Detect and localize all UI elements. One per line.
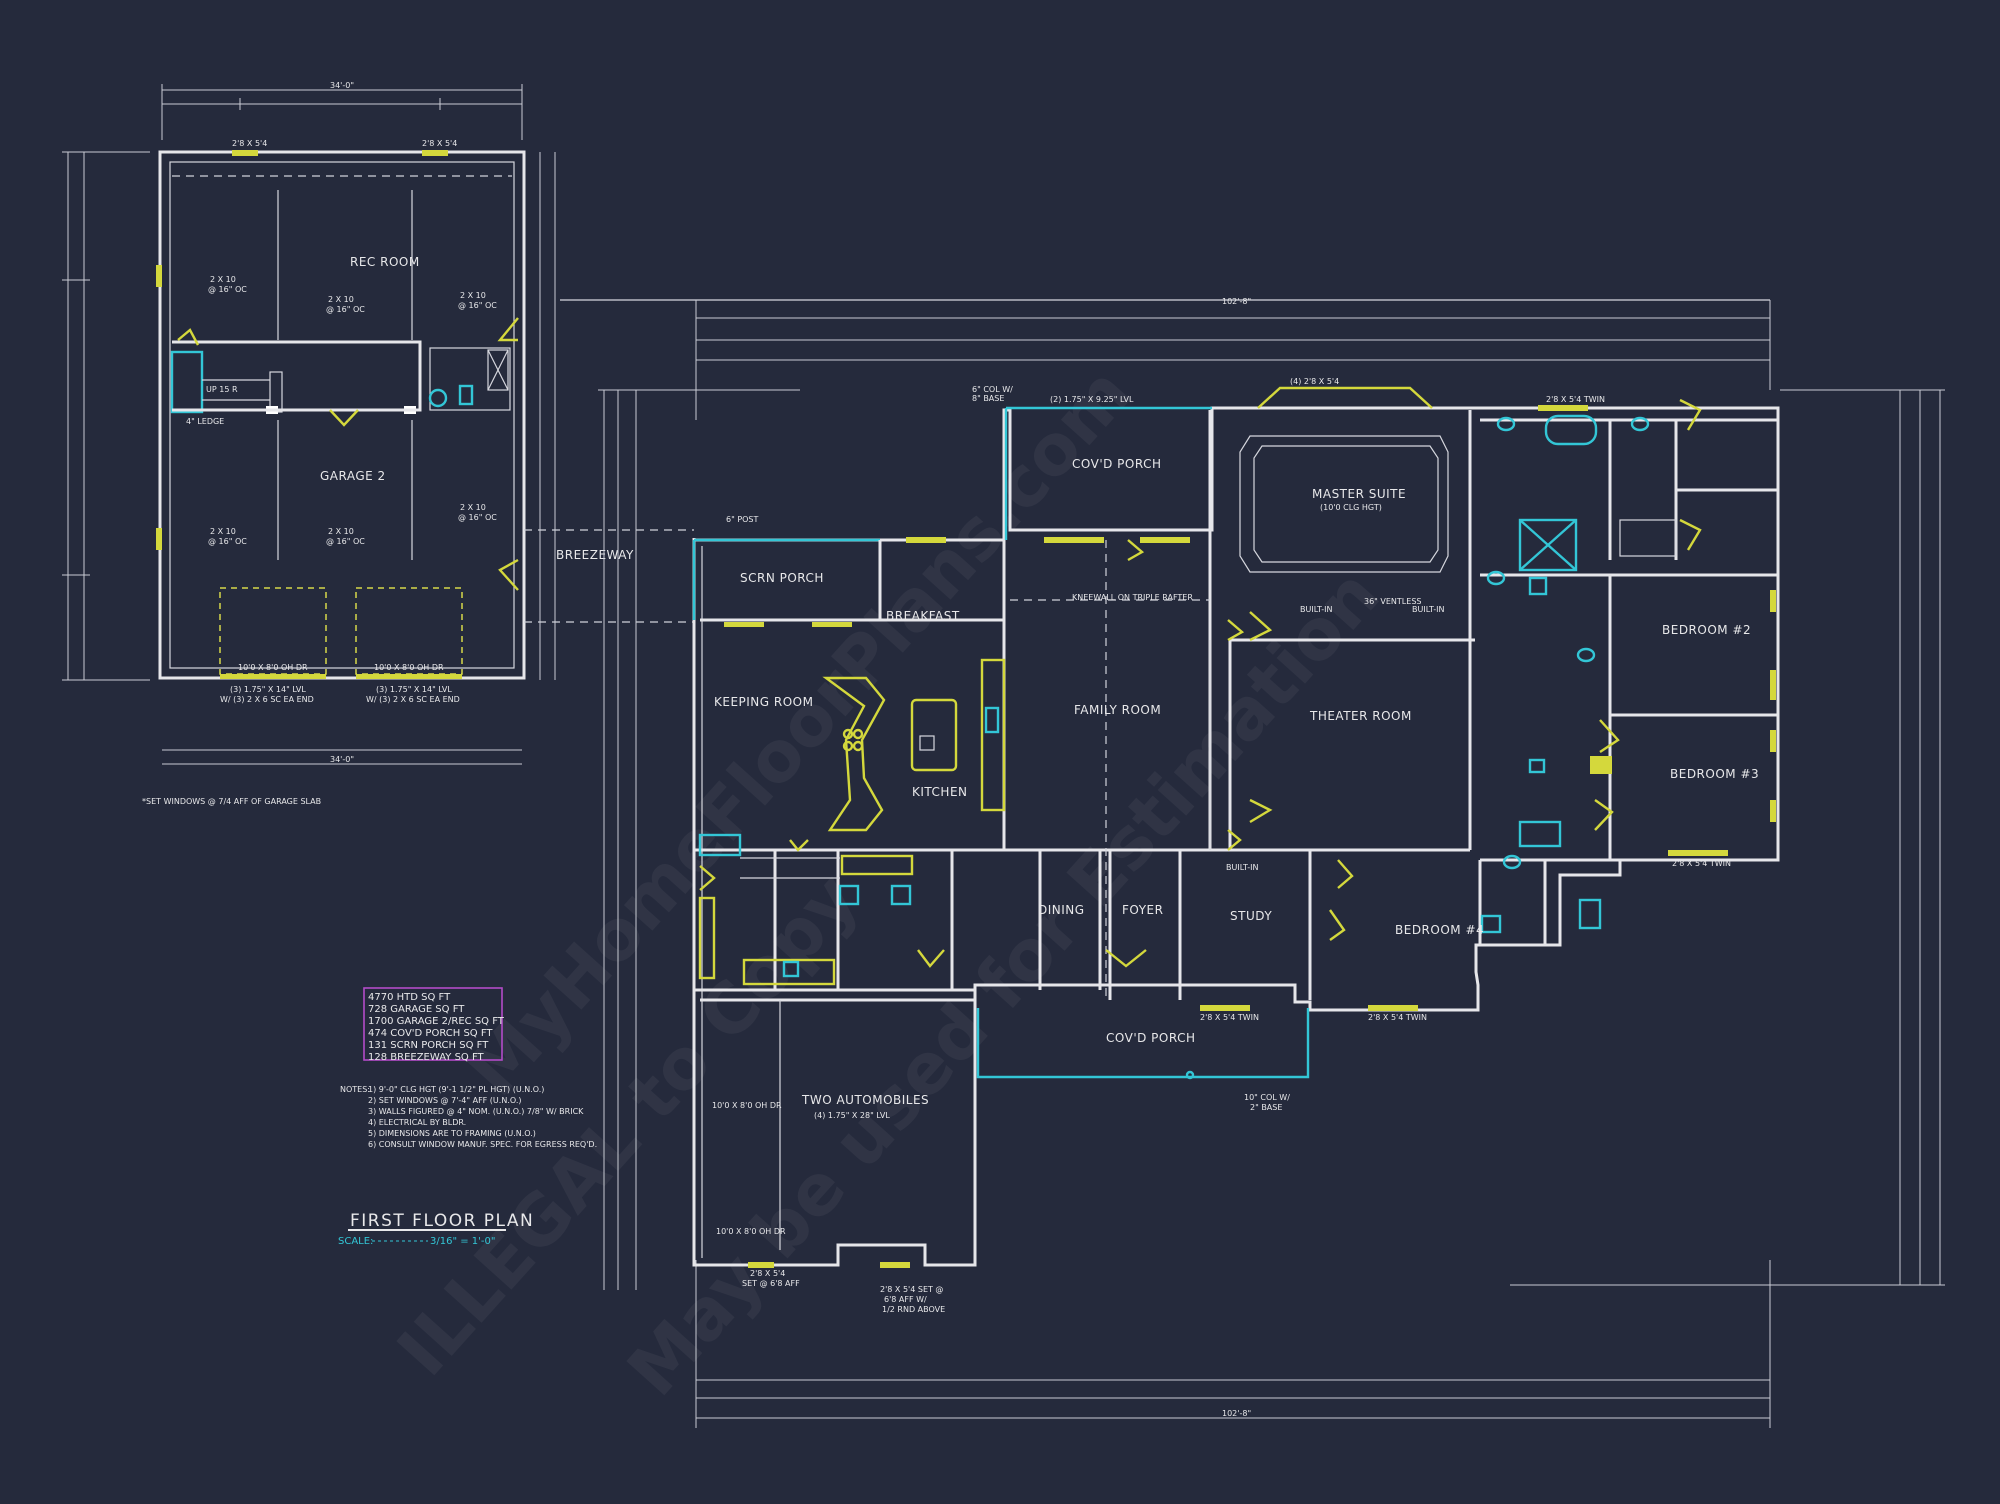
bottom-window-2-label-c: 1/2 RND ABOVE [882,1305,945,1314]
room-label-bedroom-3: BEDROOM #3 [1670,767,1759,781]
area-garage: 728 GARAGE SQ FT [368,1004,465,1015]
column-note-base: 8" BASE [972,394,1004,403]
garage-door-4-label: 10'0 X 8'0 OH DR [716,1227,786,1236]
area-breezeway: 128 BREEZEWAY SQ FT [368,1052,485,1063]
room-label-dining: DINING [1038,903,1085,917]
scale-label: SCALE: [338,1236,373,1247]
joist-label-3b: @ 16" OC [458,301,497,310]
bedroom-3-window-label: 2'8 X 5'4 TWIN [1672,859,1731,868]
area-garage-2-rec: 1700 GARAGE 2/REC SQ FT [368,1016,505,1027]
built-in-label-3: BUILT-IN [1226,863,1258,872]
joist-label-6b: @ 16" OC [458,513,497,522]
overall-dim-top: 102'-8" [1222,297,1251,306]
scale-value: 3/16" = 1'-0" [430,1236,495,1247]
general-notes: NOTES: 1) 9'-0" CLG HGT (9'-1 1/2" PL HG… [340,1085,597,1149]
note-6: 6) CONSULT WINDOW MANUF. SPEC. FOR EGRES… [368,1140,597,1149]
bottom-window-2-label: 2'8 X 5'4 SET @ [880,1285,943,1294]
room-label-garage-2: GARAGE 2 [320,469,386,483]
joist-label-3: 2 X 10 [460,291,486,300]
garage-2-building: 34'-0" 2'8 X 5'4 2'8 X 5'4 [62,81,556,806]
master-suite-ceiling-height: (10'0 CLG HGT) [1320,503,1382,512]
master-windows-label: (4) 2'8 X 5'4 [1290,377,1339,386]
room-label-rec-room: REC ROOM [350,255,420,269]
built-in-label-2: BUILT-IN [1412,605,1444,614]
post-note: 6" POST [726,515,759,524]
built-in-label-1: BUILT-IN [1300,605,1332,614]
room-label-kitchen: KITCHEN [912,785,968,799]
note-4: 4) ELECTRICAL BY BLDR. [368,1118,466,1127]
porch-beam-label: (2) 1.75" X 9.25" LVL [1050,395,1134,404]
main-house: 102'-8" 102'-8" [598,297,1945,1428]
garage-overall-dim: 34'-0" [330,81,354,90]
overall-dim-bottom: 102'-8" [1222,1409,1251,1418]
note-5: 5) DIMENSIONS ARE TO FRAMING (U.N.O.) [368,1129,536,1138]
note-3: 3) WALLS FIGURED @ 4" NOM. (U.N.O.) 7/8"… [368,1107,584,1116]
bedroom-4-window-label: 2'8 X 5'4 TWIN [1368,1013,1427,1022]
room-label-study: STUDY [1230,909,1272,923]
front-column-note: 10" COL W/ [1244,1093,1290,1102]
garage-header-2: (3) 1.75" X 14" LVL [376,685,452,694]
joist-label-4b: @ 16" OC [208,537,247,546]
room-label-family-room: FAMILY ROOM [1074,703,1161,717]
room-label-covd-porch-front: COV'D PORCH [1106,1031,1196,1045]
room-label-two-automobiles: TWO AUTOMOBILES [801,1093,929,1107]
garage-window-label-2: 2'8 X 5'4 [422,139,457,148]
room-label-theater-room: THEATER ROOM [1309,709,1412,723]
room-label-master-suite: MASTER SUITE [1312,487,1406,501]
drawing-title-block: FIRST FLOOR PLAN SCALE: 3/16" = 1'-0" [338,1211,534,1247]
joist-label-4: 2 X 10 [210,527,236,536]
room-label-keeping-room: KEEPING ROOM [714,695,813,709]
stair-up-label: UP 15 R [206,385,238,394]
garage-header-1: (3) 1.75" X 14" LVL [230,685,306,694]
breezeway: BREEZEWAY [524,299,1770,623]
notes-heading: NOTES: [340,1085,370,1094]
garage-door-2-label: 10'0 X 8'0 OH DR [374,663,444,672]
kneewall-note: KNEEWALL ON TRIPLE RAFTER [1072,593,1193,602]
joist-label-6: 2 X 10 [460,503,486,512]
bottom-window-2-label-b: 6'8 AFF W/ [884,1295,927,1304]
garage-door-3-label: 10'0 X 8'0 OH DR [712,1101,782,1110]
garage-door-1-label: 10'0 X 8'0 OH DR [238,663,308,672]
front-column-base: 2" BASE [1250,1103,1282,1112]
garage-window-label-1: 2'8 X 5'4 [232,139,267,148]
garage-window-note: *SET WINDOWS @ 7/4 AFF OF GARAGE SLAB [142,797,321,806]
joist-label-2: 2 X 10 [328,295,354,304]
garage-header-2b: W/ (3) 2 X 6 SC EA END [366,695,460,704]
note-2: 2) SET WINDOWS @ 7'-4" AFF (U.N.O.) [368,1096,522,1105]
area-summary: 4770 HTD SQ FT 728 GARAGE SQ FT 1700 GAR… [363,987,505,1063]
bottom-window-label-b: SET @ 6'8 AFF [742,1279,800,1288]
garage-header-1b: W/ (3) 2 X 6 SC EA END [220,695,314,704]
watermark: ILLEGAL to Copy May be used for Estimati… [382,352,1396,1411]
joist-label-1: 2 X 10 [210,275,236,284]
study-window-label: 2'8 X 5'4 TWIN [1200,1013,1259,1022]
area-summary-box [363,987,503,1061]
room-label-breezeway: BREEZEWAY [556,548,634,562]
room-label-covd-porch-rear: COV'D PORCH [1072,457,1162,471]
joist-label-2b: @ 16" OC [326,305,365,314]
garage-overall-dim-bottom: 34'-0" [330,755,354,764]
bottom-window-label: 2'8 X 5'4 [750,1269,785,1278]
area-htd: 4770 HTD SQ FT [368,992,451,1003]
bedroom-2-window-label: 2'8 X 5'4 TWIN [1546,395,1605,404]
joist-label-5: 2 X 10 [328,527,354,536]
column-note: 6" COL W/ [972,385,1013,394]
joist-label-5b: @ 16" OC [326,537,365,546]
ledge-label: 4" LEDGE [186,417,224,426]
room-label-foyer: FOYER [1122,903,1163,917]
room-label-scrn-porch: SCRN PORCH [740,571,824,585]
joist-label-1b: @ 16" OC [208,285,247,294]
room-label-bedroom-2: BEDROOM #2 [1662,623,1751,637]
room-label-breakfast: BREAKFAST [886,609,960,623]
ventless-label: 36" VENTLESS [1364,597,1421,606]
two-automobiles-beam: (4) 1.75" X 28" LVL [814,1111,890,1120]
area-covd-porch: 474 COV'D PORCH SQ FT [368,1028,493,1039]
drawing-title: FIRST FLOOR PLAN [350,1211,534,1231]
area-scrn-porch: 131 SCRN PORCH SQ FT [368,1040,489,1051]
note-1: 1) 9'-0" CLG HGT (9'-1 1/2" PL HGT) (U.N… [368,1085,544,1094]
room-label-bedroom-4: BEDROOM #4 [1395,923,1484,937]
